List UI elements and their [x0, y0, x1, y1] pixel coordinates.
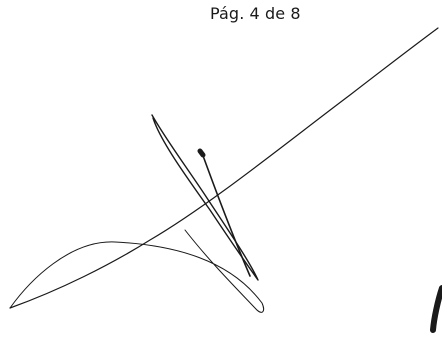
signature-stroke-tail: [201, 152, 251, 277]
page-number: Pág. 4 de 8: [210, 4, 301, 23]
signature-stroke-arch: [9, 229, 265, 313]
signature-stroke-loop: [151, 114, 259, 281]
signature-mark: [430, 285, 442, 333]
signature-stroke-diagonal: [9, 27, 439, 309]
signature-dot: [197, 148, 206, 158]
